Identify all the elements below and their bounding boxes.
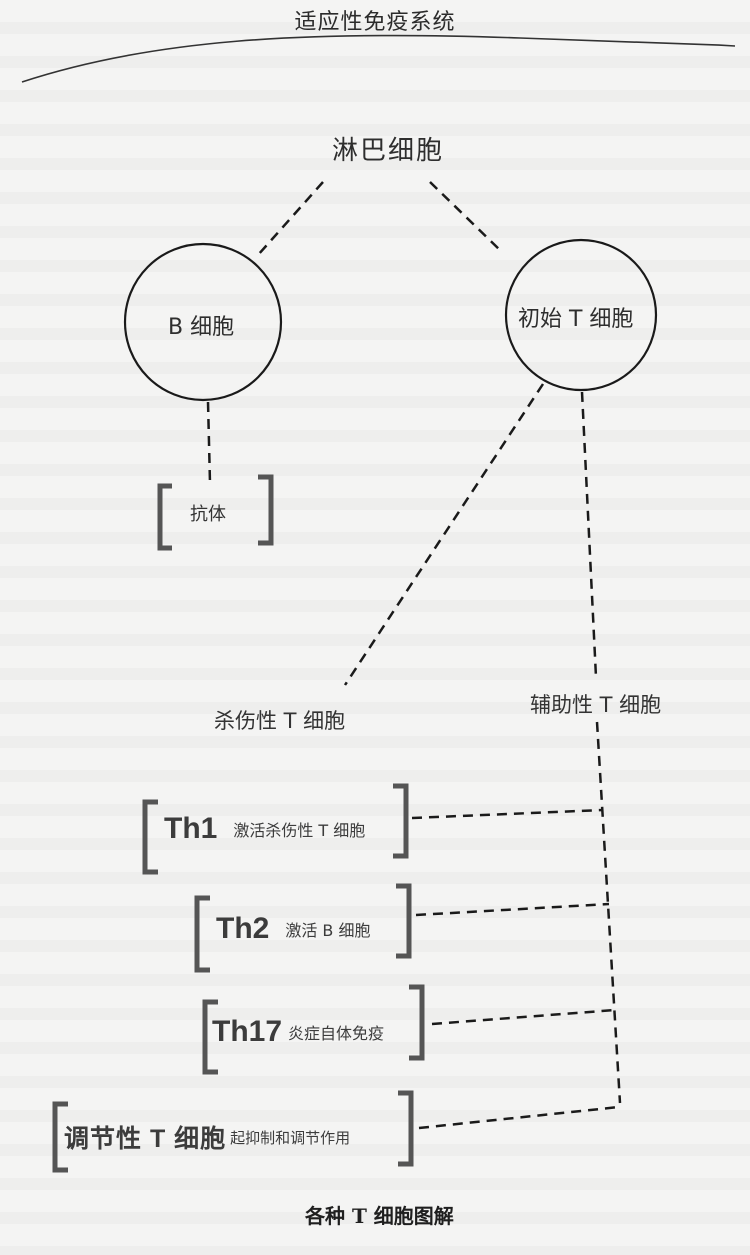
th1-bracket-right <box>393 783 409 859</box>
cytotoxic-t-cell-label: 杀伤性 T 细胞 <box>214 709 346 733</box>
edge-helper-to-th17 <box>431 1008 616 1026</box>
th1-bracket-left <box>142 799 158 875</box>
th17-name: Th17 <box>212 1015 283 1048</box>
naive-t-cell-label: 初始 T 细胞 <box>518 307 634 332</box>
antibody-bracket-left <box>157 483 172 551</box>
treg-bracket-right <box>398 1090 414 1167</box>
th17-box: Th17 炎症自体免疫 <box>212 1015 384 1049</box>
edge-naive-t-to-helper <box>580 391 598 678</box>
page-header-title: 适应性免疫系统 <box>294 10 456 35</box>
th17-bracket-right <box>409 984 425 1061</box>
edge-root-to-naive-t <box>429 181 504 254</box>
b-cell-label: B 细胞 <box>168 315 235 340</box>
th2-name: Th2 <box>216 912 270 945</box>
treg-box: 调节性 T 细胞 起抑制和调节作用 <box>64 1119 350 1155</box>
th2-description: 激活 B 细胞 <box>285 921 371 940</box>
th1-description: 激活杀伤性 T 细胞 <box>233 821 366 840</box>
treg-description: 起抑制和调节作用 <box>230 1128 351 1147</box>
edge-b-cell-to-antibody <box>206 401 212 484</box>
th2-bracket-left <box>194 895 210 973</box>
edge-helper-to-th2 <box>415 902 610 917</box>
th17-description: 炎症自体免疫 <box>288 1024 385 1043</box>
naive-t-cell-circle <box>504 238 658 392</box>
b-cell-circle <box>123 242 283 402</box>
antibody-label: 抗体 <box>190 504 226 525</box>
lymphocyte-label: 淋巴细胞 <box>332 136 445 166</box>
helper-trunk-line <box>595 721 622 1104</box>
edge-naive-t-to-cytotoxic <box>343 383 545 686</box>
figure-caption: 各种 T 细胞图解 <box>305 1204 454 1228</box>
edge-helper-to-treg <box>418 1105 620 1130</box>
th1-name: Th1 <box>164 812 218 845</box>
treg-name: 调节性 T 细胞 <box>64 1125 227 1153</box>
antibody-bracket-right <box>258 474 274 546</box>
edge-helper-to-th1 <box>411 808 604 820</box>
th17-bracket-left <box>202 999 218 1075</box>
edge-root-to-b-cell <box>257 181 324 256</box>
th1-box: Th1 激活杀伤性 T 细胞 <box>164 812 365 846</box>
helper-t-cell-label: 辅助性 T 细胞 <box>530 693 662 717</box>
treg-bracket-left <box>52 1101 68 1173</box>
th2-bracket-right <box>396 883 412 959</box>
header-curve <box>21 34 736 83</box>
th2-box: Th2 激活 B 细胞 <box>216 912 371 946</box>
